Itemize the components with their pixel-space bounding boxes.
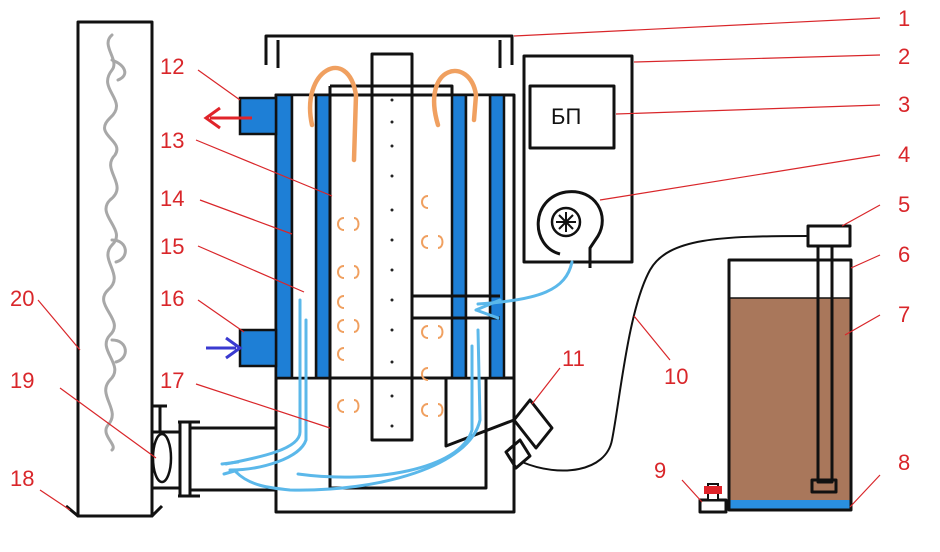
fan-housing <box>536 190 604 268</box>
callout-3: 3 <box>898 92 910 117</box>
cold-water-inlet <box>206 328 278 368</box>
callout-8: 8 <box>898 450 910 475</box>
water-jacket <box>274 93 294 380</box>
power-unit <box>528 84 616 150</box>
control-box: БП <box>522 54 634 268</box>
fuel-line <box>521 235 809 472</box>
callout-12: 12 <box>160 54 184 79</box>
callout-9: 9 <box>654 458 666 483</box>
callout-13: 13 <box>160 128 184 153</box>
air-flow <box>220 260 574 492</box>
leader-lines <box>37 17 881 511</box>
callout-18: 18 <box>10 466 34 491</box>
callout-15: 15 <box>160 234 184 259</box>
flue-connector <box>151 404 276 498</box>
damper <box>151 432 173 484</box>
callout-17: 17 <box>160 368 184 393</box>
fan-icon <box>556 212 576 232</box>
callout-16: 16 <box>160 286 184 311</box>
chimney <box>65 20 164 518</box>
pump <box>806 224 852 248</box>
callout-10: 10 <box>664 364 688 389</box>
power-unit-label: БП <box>551 104 581 129</box>
callout-4: 4 <box>898 142 910 167</box>
callouts: 1 2 3 4 5 6 7 8 9 10 11 12 13 14 15 16 1… <box>10 6 910 491</box>
callout-19: 19 <box>10 368 34 393</box>
callout-11: 11 <box>562 346 585 371</box>
callout-2: 2 <box>898 44 910 69</box>
smoke-swirls <box>102 33 119 452</box>
hot-water-outlet <box>203 96 278 136</box>
nozzle-assembly <box>504 398 554 470</box>
callout-1: 1 <box>898 6 910 31</box>
callout-6: 6 <box>898 242 910 267</box>
callout-20: 20 <box>10 286 34 311</box>
drain-valve <box>698 498 728 514</box>
fuel-tank <box>698 224 853 514</box>
callout-7: 7 <box>898 302 910 327</box>
flames <box>308 65 479 417</box>
callout-5: 5 <box>898 192 910 217</box>
callout-14: 14 <box>160 186 184 211</box>
